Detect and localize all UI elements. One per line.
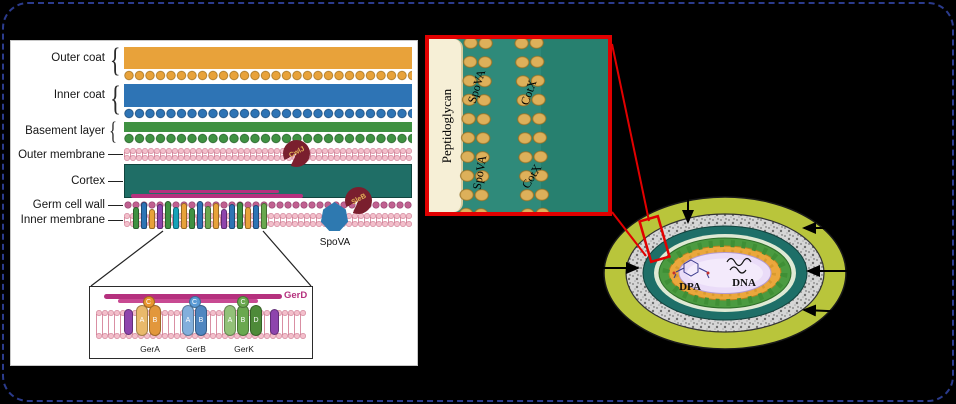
gerA-subunit-a: A <box>136 305 148 336</box>
gerA-receptor: C A B <box>136 296 161 336</box>
layer-label-basement-layer: Basement layer <box>25 125 105 137</box>
germinant-receptor-inset: GerD C A B C A B C A <box>89 286 313 359</box>
layer-label-inner-membrane: Inner membrane <box>20 214 105 226</box>
accessory-protein <box>270 309 279 335</box>
gerd-strand <box>131 194 303 198</box>
pointer-line <box>108 205 123 206</box>
cwlj-label: CwlJ <box>288 145 306 160</box>
gerK-receptor: C A B D <box>224 296 262 336</box>
coat-zoom-panel: Peptidoglycan SpoVA SpoVA CotX CotX <box>425 35 612 216</box>
layer-label-inner-coat: Inner coat <box>53 89 105 101</box>
gerd-bar <box>118 299 258 303</box>
germinant-receptor-proteins <box>133 199 301 229</box>
brace-icon: { <box>109 42 121 79</box>
brace-icon: { <box>109 118 117 145</box>
peptidoglycan-label: Peptidoglycan <box>439 88 454 164</box>
gerB-name: GerB <box>186 344 206 354</box>
layer-label-outer-membrane: Outer membrane <box>18 149 105 161</box>
cortex-zone <box>541 39 608 212</box>
pointer-line <box>108 154 123 155</box>
accessory-protein <box>124 309 133 335</box>
layer-label-germ-cell-wall: Germ cell wall <box>32 199 105 211</box>
inner-coat-band <box>124 84 412 107</box>
layer-pointer-arrows <box>590 192 856 317</box>
dpa-molecule-icon <box>672 259 710 279</box>
gerK-subunit-a: A <box>224 305 236 336</box>
dna-label: DNA <box>732 277 756 289</box>
brace-icon: { <box>109 79 121 118</box>
spore-layers-panel: Outer coat Inner coat Basement layer Out… <box>10 40 418 366</box>
layer-label-cortex: Cortex <box>71 175 105 187</box>
gerK-name: GerK <box>234 344 254 354</box>
gerA-subunit-b: B <box>149 305 161 336</box>
spova-label: SpoVA <box>319 237 351 248</box>
outer-coat-band <box>124 47 412 69</box>
sleb-protein: SleB <box>345 187 372 214</box>
sleb-label: SleB <box>350 192 368 207</box>
gerB-subunit-b: B <box>195 305 207 336</box>
basement-layer-beads <box>124 133 412 144</box>
inner-coat-beads <box>124 108 412 119</box>
outer-membrane-bilayer <box>124 148 412 161</box>
dna-squiggle-icon <box>726 257 752 274</box>
gerB-subunit-a: A <box>182 305 194 336</box>
layer-label-outer-coat: Outer coat <box>51 52 105 64</box>
gerB-subunit-c: C <box>188 296 201 308</box>
membrane-bumps <box>674 249 776 297</box>
gerB-receptor: C A B <box>182 296 207 336</box>
dpa-label: DPA <box>679 281 701 293</box>
outer-coat-beads <box>124 70 412 81</box>
spore-core-inner <box>687 258 763 288</box>
cortex-teeth <box>662 240 788 306</box>
germ-cell-wall-beads <box>124 201 412 209</box>
gerA-subunit-c: C <box>142 296 155 308</box>
pointer-line <box>108 220 123 221</box>
gerA-name: GerA <box>140 344 160 354</box>
basement-layer-band <box>124 122 412 132</box>
cwlj-protein: CwlJ <box>283 140 310 167</box>
gerd-label: GerD <box>284 290 308 301</box>
pointer-line <box>108 181 123 182</box>
gerK-subunit-d: D <box>250 305 262 336</box>
gerd-strand <box>149 190 279 193</box>
gerK-subunit-c: C <box>237 296 249 308</box>
spore-cross-section: DPA DNA <box>590 192 856 350</box>
gerK-subunit-b: B <box>237 305 249 336</box>
